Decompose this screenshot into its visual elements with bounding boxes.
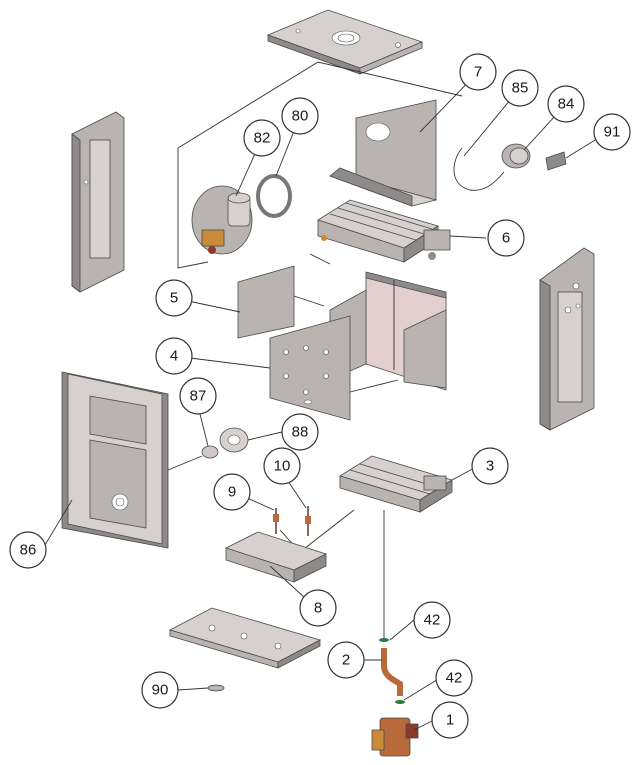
sight-glass (201, 445, 219, 459)
callout-label-6: 6 (502, 230, 510, 247)
callout-label-4: 4 (170, 348, 178, 365)
callout-84: 84 (547, 85, 585, 123)
callout-label-5: 5 (170, 290, 178, 307)
callout-86: 86 (9, 531, 47, 569)
callout-85: 85 (501, 69, 539, 107)
callout-42-lower: 42 (435, 659, 473, 697)
right-side-panel (539, 247, 595, 431)
insulation-panel-5 (237, 265, 295, 339)
callout-label-91: 91 (604, 124, 621, 141)
bottom-plate (168, 607, 322, 669)
callout-5: 5 (155, 279, 193, 317)
callout-label-10: 10 (274, 458, 291, 475)
callout-7: 7 (459, 53, 497, 91)
callout-label-9: 9 (228, 484, 236, 501)
callout-label-3: 3 (486, 458, 494, 475)
callout-6: 6 (487, 219, 525, 257)
callout-9: 9 (213, 473, 251, 511)
callout-82: 82 (243, 119, 281, 157)
callout-42-upper: 42 (413, 601, 451, 639)
sensing-electrode (305, 506, 311, 536)
front-door-panel (61, 371, 169, 549)
fan-gasket-ring (256, 174, 292, 218)
callout-label-88: 88 (292, 424, 309, 441)
callout-label-85: 85 (512, 80, 529, 97)
callout-label-7: 7 (474, 64, 482, 81)
flue-hood (329, 99, 438, 207)
left-side-panel (71, 111, 125, 293)
callout-88: 88 (281, 413, 319, 451)
pressure-hose (453, 147, 505, 191)
callout-4: 4 (155, 337, 193, 375)
top-cover-plate (266, 9, 424, 75)
gas-valve (371, 717, 419, 757)
callout-87: 87 (179, 377, 217, 415)
gasket-lower (395, 700, 405, 704)
callout-label-86: 86 (20, 542, 37, 559)
callout-label-42-upper: 42 (424, 612, 441, 629)
heat-exchanger (317, 199, 451, 263)
clip-part (207, 684, 225, 692)
callout-3: 3 (471, 447, 509, 485)
callout-label-87: 87 (190, 388, 207, 405)
callout-label-2: 2 (342, 652, 350, 669)
ignition-electrode (273, 508, 279, 534)
callout-label-84: 84 (558, 96, 575, 113)
callout-label-1: 1 (446, 712, 454, 729)
burner (339, 455, 453, 513)
callout-label-82: 82 (254, 130, 271, 147)
callout-label-8: 8 (314, 600, 322, 617)
pressure-switch (501, 143, 531, 169)
callout-1: 1 (431, 701, 469, 739)
callout-8: 8 (299, 589, 337, 627)
fan-assembly (191, 185, 253, 255)
chamber-front-panel-4 (269, 315, 351, 421)
gas-pipe (381, 648, 403, 696)
callout-label-80: 80 (292, 108, 309, 125)
switch-bracket (545, 151, 567, 171)
callout-10: 10 (263, 447, 301, 485)
callout-label-90: 90 (152, 682, 169, 699)
callout-2: 2 (327, 641, 365, 679)
callout-90: 90 (141, 671, 179, 709)
callout-80: 80 (281, 97, 319, 135)
callout-label-42-lower: 42 (446, 670, 463, 687)
gasket-upper (379, 638, 389, 642)
callout-91: 91 (593, 113, 631, 151)
burner-tray (224, 531, 328, 583)
